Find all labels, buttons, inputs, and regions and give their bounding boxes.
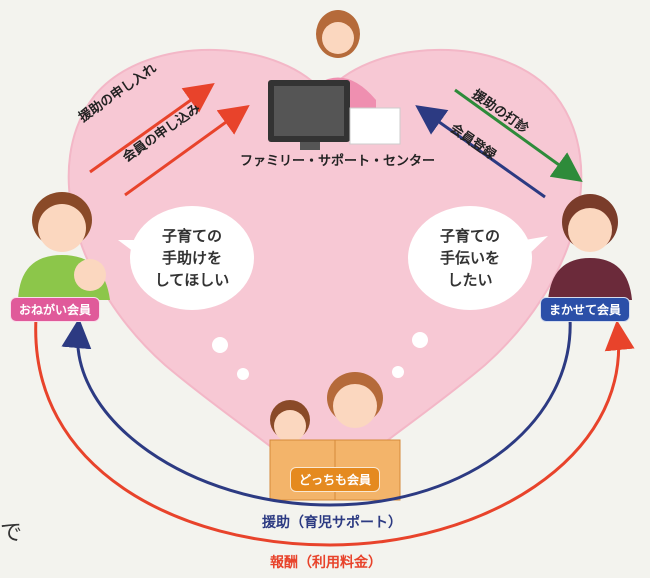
center-staff-figure	[268, 10, 401, 150]
arrow-aid-inquiry	[454, 88, 583, 183]
bubble-left-line-2: 手助けを	[161, 249, 222, 267]
arrow-request-aid	[89, 83, 215, 174]
badge-both: どっちも会員	[290, 467, 381, 492]
badge-provider: まかせて会員	[540, 297, 631, 322]
reward-loop	[34, 317, 635, 547]
support-loop	[61, 317, 572, 507]
thought-dot-4	[392, 366, 404, 378]
provider-figure	[548, 194, 632, 300]
thought-dot-1	[212, 337, 228, 353]
bubble-right-line-3: したい	[447, 271, 493, 289]
bubble-right-line-1: 子育ての	[439, 227, 500, 245]
thought-dot-2	[237, 368, 249, 380]
badge-requester: おねがい会員	[10, 297, 101, 322]
bubble-left-text: 子育ての 手助けを してほしい	[142, 225, 242, 291]
label-support: 援助（育児サポート）	[262, 515, 402, 531]
bubble-left	[130, 206, 254, 310]
side-character: で	[0, 521, 23, 546]
requester-figure	[18, 192, 110, 300]
center-label: ファミリー・サポート・センター	[240, 154, 436, 169]
bubble-right-text: 子育ての 手伝いを したい	[420, 225, 520, 291]
bubble-left-line-1: 子育ての	[161, 227, 222, 245]
arrow-member-apply	[124, 104, 250, 197]
bubble-right-line-2: 手伝いを	[439, 249, 500, 267]
thought-dot-3	[412, 332, 428, 348]
bubble-right	[408, 206, 532, 310]
arrow-member-register	[415, 105, 546, 199]
bubble-left-line-3: してほしい	[154, 271, 230, 289]
label-reward: 報酬（利用料金）	[270, 555, 382, 571]
